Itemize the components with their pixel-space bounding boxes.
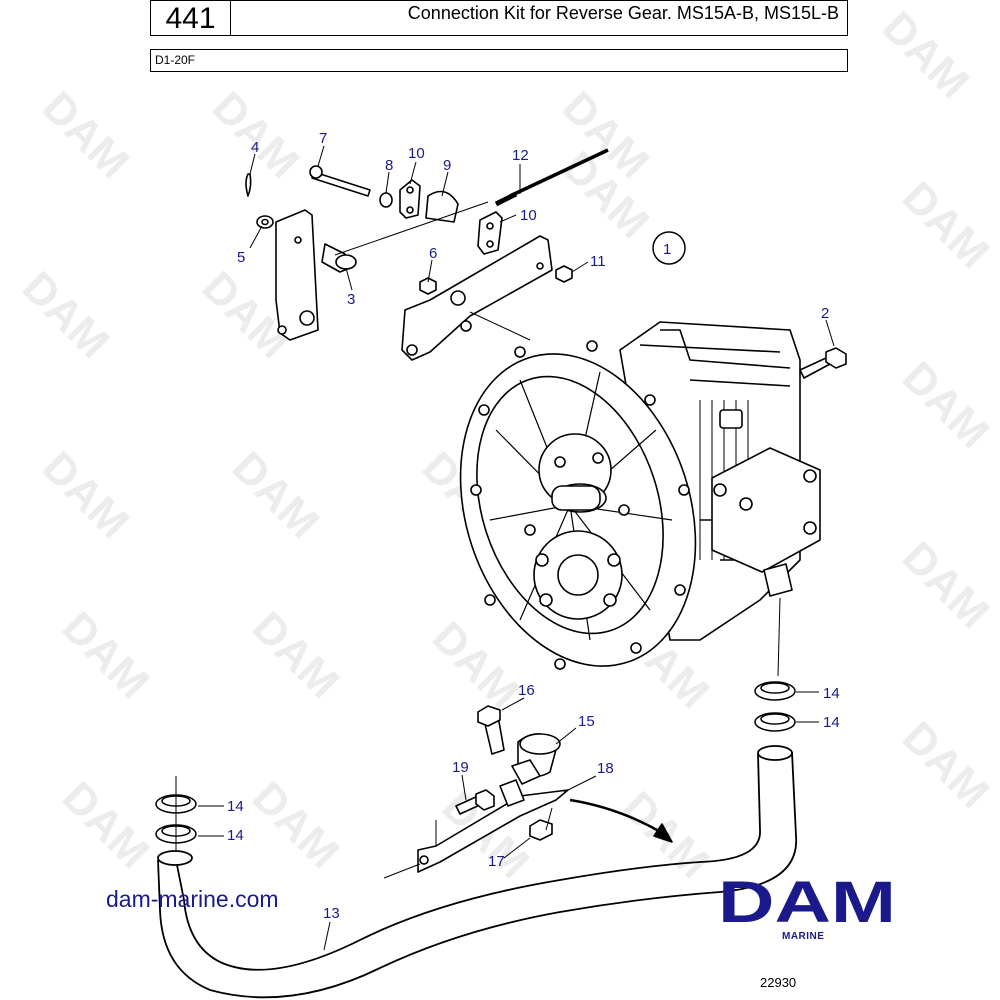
callout-circle-1 <box>652 231 686 265</box>
page-number: 441 <box>150 0 231 36</box>
brand-subtitle: MARINE <box>782 931 825 942</box>
model-label: D1-20F <box>150 49 848 72</box>
figure-number: 22930 <box>760 975 797 990</box>
callout-8: 8 <box>385 157 393 174</box>
outlet-fitting <box>763 563 793 597</box>
shift-lever <box>401 235 553 361</box>
callout-17: 17 <box>488 853 505 870</box>
svg-text:DAM: DAM <box>893 172 999 278</box>
svg-text:DAM: DAM <box>893 712 999 818</box>
svg-text:DAM: DAM <box>893 532 999 638</box>
hose-clamps <box>155 681 796 860</box>
svg-text:DAM: DAM <box>53 772 159 878</box>
side-cover <box>711 447 821 573</box>
reverse-gear-housing <box>459 321 847 677</box>
callout-13: 13 <box>323 905 340 922</box>
lever-bracket <box>275 209 319 341</box>
svg-text:DAM: DAM <box>53 602 159 708</box>
callout-18: 18 <box>597 760 614 777</box>
callout-14b: 14 <box>823 714 840 731</box>
callout-2: 2 <box>821 305 829 322</box>
mounting-bracket-18 <box>417 789 569 873</box>
svg-text:DAM: DAM <box>873 2 979 108</box>
callout-15: 15 <box>578 713 595 730</box>
control-cable-12 <box>509 148 609 198</box>
callout-10b: 10 <box>520 207 537 224</box>
callout-9: 9 <box>443 157 451 174</box>
callout-labels: 1 2 3 4 5 6 7 8 9 10 10 11 12 13 14 14 1… <box>227 130 840 922</box>
svg-text:DAM: DAM <box>223 442 329 548</box>
callout-14c: 14 <box>227 798 244 815</box>
leader-lines <box>198 145 835 951</box>
title-box: Connection Kit for Reverse Gear. MS15A-B… <box>231 0 848 36</box>
swivel-block-9 <box>425 190 459 223</box>
svg-text:DAM: DAM <box>33 442 139 548</box>
clevis-plate-10a <box>399 179 421 219</box>
bracket-assembly <box>383 705 673 879</box>
svg-text:DAM: DAM <box>893 352 999 458</box>
svg-text:DAM: DAM <box>243 772 349 878</box>
callout-11: 11 <box>590 253 606 270</box>
svg-text:DAM: DAM <box>203 82 309 188</box>
svg-text:DAM: DAM <box>13 262 119 368</box>
callout-3: 3 <box>347 291 355 308</box>
nut-17 <box>529 819 553 841</box>
callout-1: 1 <box>663 241 671 258</box>
washer-8 <box>379 192 393 208</box>
oil-filler-cap <box>719 409 743 429</box>
callout-10a: 10 <box>408 145 425 162</box>
svg-text:DAM: DAM <box>423 612 529 718</box>
svg-text:DAM: DAM <box>33 82 139 188</box>
clevis-plate-10b <box>477 211 503 255</box>
callout-7: 7 <box>319 130 327 147</box>
callout-19: 19 <box>452 759 469 776</box>
callout-6: 6 <box>429 245 437 262</box>
cotter-pin <box>245 173 252 197</box>
nut-11 <box>555 265 573 283</box>
input-shaft <box>551 485 601 511</box>
callout-4: 4 <box>251 139 259 156</box>
linkage-assembly <box>245 148 609 361</box>
dam-logo-text: DAM <box>718 876 896 926</box>
callout-14d: 14 <box>227 827 244 844</box>
callout-16: 16 <box>518 682 535 699</box>
nut-6 <box>419 277 437 295</box>
svg-text:DAM: DAM <box>243 602 349 708</box>
callout-14a: 14 <box>823 685 840 702</box>
hose-13 <box>157 745 797 999</box>
dam-logo: DAM <box>718 876 896 926</box>
website-link[interactable]: dam-marine.com <box>106 886 279 912</box>
callout-12: 12 <box>512 147 529 164</box>
page-title: Connection Kit for Reverse Gear. MS15A-B… <box>407 3 839 23</box>
callout-5: 5 <box>237 249 245 266</box>
